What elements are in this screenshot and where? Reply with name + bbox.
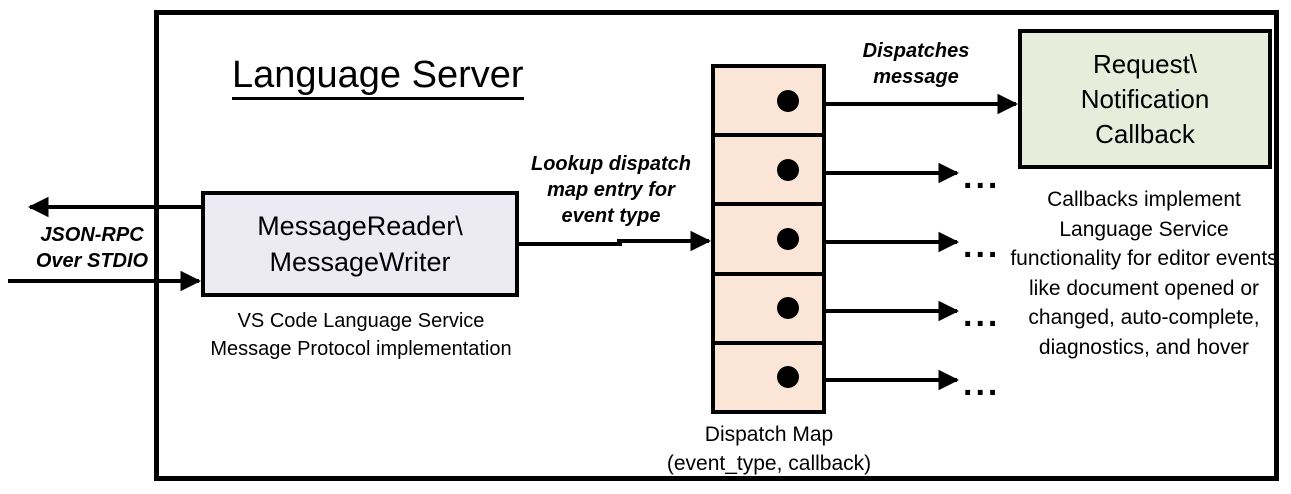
page-title-text: Language Server [232, 54, 524, 100]
language-server-boundary [154, 10, 1279, 481]
callback-dot-icon [777, 366, 799, 389]
dispatch-map-cell-5[interactable] [715, 345, 822, 410]
page-title: Language Server [232, 52, 652, 100]
reader-writer-caption-line-1: VS Code Language Service [237, 310, 485, 332]
callback-line-1: Request\ [1092, 48, 1198, 79]
lookup-label-line-1: Lookup dispatch [531, 153, 691, 175]
callback-line-2: Notification [1080, 83, 1210, 114]
request-notification-callback-box[interactable]: Request\ Notification Callback [1018, 29, 1272, 169]
reader-writer-caption: VS Code Language Service Message Protoco… [186, 307, 536, 363]
callback-dot-icon [777, 228, 799, 250]
callback-dot-icon [777, 89, 799, 112]
dispatches-label-line-1: Dispatches [862, 40, 970, 62]
dispatches-label-line-2: message [873, 66, 959, 88]
jsonrpc-connector-label: JSON-RPC Over STDIO [22, 222, 162, 274]
dispatch-map-cell-2[interactable] [715, 137, 822, 207]
dispatch-map-caption-line-1: Dispatch Map [704, 423, 834, 446]
dispatch-map-cell-1[interactable] [715, 68, 822, 138]
ellipsis-row-2: ... [963, 158, 1001, 196]
jsonrpc-label-line-1: JSON-RPC [40, 224, 144, 246]
callback-dot-icon [777, 297, 799, 320]
dispatch-map-cell-3[interactable] [715, 206, 822, 276]
callback-dot-icon [777, 158, 799, 181]
dispatch-map-cell-4[interactable] [715, 276, 822, 345]
message-reader-writer-box[interactable]: MessageReader\ MessageWriter [201, 191, 519, 297]
lookup-dispatch-label: Lookup dispatch map entry for event type [516, 151, 706, 229]
dispatch-map-table[interactable] [711, 64, 826, 414]
callback-caption: Callbacks implement Language Service fun… [1010, 188, 1278, 359]
ellipsis-row-5: ... [963, 365, 1001, 403]
callback-line-3: Callback [1095, 118, 1195, 149]
lookup-label-line-3: event type [561, 205, 661, 227]
ellipsis-row-4: ... [963, 296, 1001, 334]
dispatch-map-caption: Dispatch Map (event_type, callback) [640, 420, 898, 478]
reader-writer-line-1: MessageReader\ [257, 211, 463, 241]
lookup-label-line-2: map entry for [547, 179, 675, 201]
dispatches-message-label: Dispatches message [836, 38, 996, 90]
reader-writer-caption-line-2: Message Protocol implementation [210, 338, 512, 360]
jsonrpc-label-line-2: Over STDIO [35, 250, 149, 272]
reader-writer-line-2: MessageWriter [269, 247, 451, 277]
dispatch-map-caption-line-2: (event_type, callback) [666, 452, 872, 475]
ellipsis-row-3: ... [963, 227, 1001, 265]
